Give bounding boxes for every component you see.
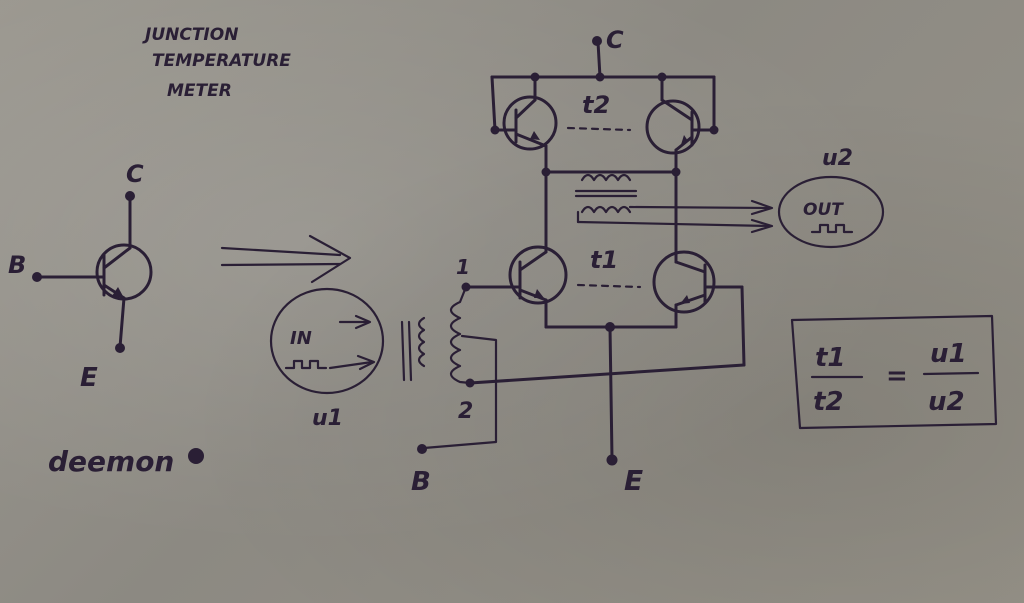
transistor-symbol: C B E	[8, 160, 153, 393]
formula-lhs-numerator: t1	[815, 343, 846, 373]
formula-lhs-denominator: t2	[813, 387, 844, 417]
title-line-1: JUNCTION	[142, 25, 238, 45]
title-line-3: METER	[167, 81, 232, 101]
double-arrow-icon	[220, 234, 352, 284]
lower-transistor-right	[652, 250, 744, 329]
base-terminal	[32, 272, 42, 282]
collector-arm	[102, 246, 132, 270]
output-pulse-icon	[810, 223, 854, 234]
signature-text: deemon	[48, 445, 174, 478]
base-label: B	[411, 467, 431, 497]
upper-transistor-right	[645, 75, 716, 174]
symbol-emitter-label: E	[80, 363, 98, 393]
output-label: OUT	[803, 200, 844, 220]
collector-label: C	[606, 26, 624, 54]
collector-terminal	[125, 191, 135, 201]
title-line-2: TEMPERATURE	[152, 51, 291, 71]
output-bubble: OUT u2	[777, 146, 885, 249]
upper-emitter-rail	[541, 167, 681, 264]
emitter-lead	[118, 296, 126, 349]
lower-pair-temp-label: t1	[590, 246, 618, 274]
emitter-rail: E	[468, 285, 746, 497]
emitter-node	[606, 454, 618, 466]
symbol-base-label: B	[8, 251, 26, 279]
lower-thermal-link	[576, 283, 642, 289]
base-node	[417, 444, 427, 454]
formula-equals: =	[886, 361, 908, 391]
symbol-collector-label: C	[126, 160, 144, 188]
emitter-terminal	[115, 343, 125, 353]
output-transformer	[574, 173, 774, 234]
formula-rhs-denominator: u2	[928, 387, 965, 417]
upper-thermal-link	[566, 126, 632, 132]
input-pulse-icon	[284, 359, 328, 370]
input-bubble: IN u1	[269, 287, 385, 431]
copyright-icon	[188, 448, 204, 464]
emitter-arrow-icon	[112, 287, 124, 298]
upper-transistor-left	[493, 75, 558, 174]
tap-2-label: 2	[458, 399, 473, 424]
collector-node	[592, 36, 602, 46]
output-voltage-label: u2	[822, 146, 853, 171]
formula-box: t1 t2 = u1 u2	[790, 314, 998, 430]
input-label: IN	[290, 328, 312, 349]
tap-1-label: 1	[456, 255, 470, 279]
emitter-label: E	[624, 464, 643, 497]
upper-pair-temp-label: t2	[582, 91, 610, 119]
lower-transistor-left	[466, 245, 568, 329]
input-winding: 1 2 B	[400, 255, 498, 497]
formula-rhs-numerator: u1	[930, 339, 967, 369]
title: JUNCTION TEMPERATURE METER	[142, 25, 291, 101]
collector-rail: C	[490, 26, 719, 135]
signature: deemon	[48, 445, 204, 478]
input-voltage-label: u1	[312, 406, 343, 431]
